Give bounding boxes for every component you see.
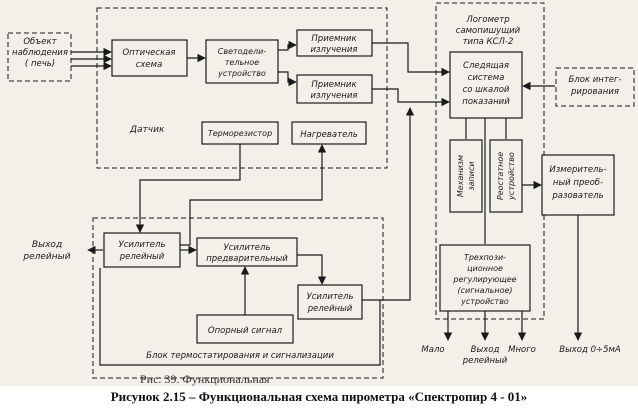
rheostat-box (489, 139, 523, 213)
pre-amp-label-1: Усилитель (224, 243, 271, 253)
optical-label-1: Оптическая (122, 48, 175, 58)
object-label-2: наблюдения (12, 48, 68, 58)
optical-box (111, 39, 188, 77)
optical-label-2: схема (136, 60, 163, 70)
relay-amp-box (103, 232, 181, 268)
heater-label: Нагреватель (300, 130, 358, 140)
integration-label-1: Блок интег- (568, 75, 621, 85)
receiver1-to-tracking-arrow (372, 42, 450, 77)
relay-amp-label-1: Усилитель (119, 240, 166, 250)
thermo-block-label: Блок термостатирования и сигнализации (146, 351, 334, 361)
logometer-label-1: Логометр (465, 15, 509, 25)
diagram-scan: Объект наблюдения ( печь) Оптическая схе… (0, 0, 638, 386)
pre-amp-to-relay-amp2-arrow (297, 254, 327, 285)
signal-feedback-line (99, 268, 381, 366)
relay-amp2-to-tracking-arrow (362, 107, 415, 301)
heater-box (291, 121, 367, 145)
out-relay-label-1: Выход (471, 345, 500, 355)
object-label-1: Объект (23, 37, 57, 47)
out-relay-label-2: релейный (462, 356, 508, 366)
relay-amp2-box (297, 284, 363, 320)
integration-label-2: рирования (570, 87, 619, 97)
converter-label-3: разователь (551, 191, 603, 201)
receiver2-label-2: излучения (311, 91, 358, 101)
logometer-label-3: типа КСЛ-2 (463, 37, 514, 47)
integration-group (555, 67, 635, 107)
splitter-label-2: тельное (225, 58, 260, 67)
converter-label-2: ный преоб- (553, 178, 603, 188)
three-pos-label-3: регулирующее (452, 275, 516, 284)
out-high-label: Много (508, 345, 536, 355)
rheostat-label-1: Реостатное (496, 152, 505, 200)
recorder-label-2: записи (467, 161, 476, 190)
pre-amp-label-2: предварительный (206, 254, 288, 264)
relay-amp-to-heater-arrow (180, 144, 327, 246)
receiver2-label-1: Приемник (311, 80, 357, 90)
three-pos-label-2: ционное (467, 264, 503, 273)
splitter-box (205, 39, 279, 84)
receiver1-label-2: излучения (311, 45, 358, 55)
thermistor-label: Терморезистор (208, 129, 272, 138)
logometer-label-2: самопишущий (456, 26, 521, 36)
sensor-label: Датчик (129, 125, 165, 135)
block-diagram: Объект наблюдения ( печь) Оптическая схе… (7, 2, 635, 379)
three-pos-label-1: Трехпози- (464, 253, 506, 262)
tracking-label-1: Следящая (463, 61, 509, 71)
relay-amp-label-2: релейный (119, 252, 165, 262)
receiver1-label-1: Приемник (311, 34, 357, 44)
splitter-to-receiver2-arrow (278, 71, 297, 87)
splitter-label-1: Светодели- (218, 47, 267, 56)
three-pos-label-5: устройство (460, 297, 509, 306)
receiver2-to-tracking-arrow (372, 88, 450, 107)
rheostat-label-2: устройство (507, 152, 516, 201)
out-current-label: Выход 0÷5мА (559, 345, 621, 355)
tracking-label-2: система (468, 73, 505, 83)
ref-signal-label: Опорный сигнал (208, 326, 283, 336)
receiver1-box (296, 29, 373, 57)
out-low-label: Мало (421, 345, 444, 355)
relay-amp2-label-1: Усилитель (307, 292, 354, 302)
three-pos-box (439, 244, 531, 312)
tracking-box (449, 51, 523, 119)
relay-out-label-2: релейный (22, 252, 70, 262)
relay-amp2-label-2: релейный (307, 304, 353, 314)
converter-label-1: Измеритель- (549, 165, 606, 175)
sensor-group (96, 7, 388, 169)
tracking-label-3: со шкалой (463, 85, 510, 95)
object-to-optical-arrows (71, 47, 112, 71)
relay-out-label-1: Выход (32, 240, 62, 250)
figure-caption: Рисунок 2.15 – Функциональная схема пиро… (110, 389, 528, 404)
figure-fragment-text: Рис. 39. Функциональная (140, 372, 270, 386)
ref-signal-box (196, 314, 294, 344)
splitter-to-receiver1-arrow (278, 40, 297, 51)
thermistor-to-relay-amp-arrow (135, 144, 241, 233)
thermo-group (92, 217, 384, 379)
recorder-box (449, 139, 483, 213)
three-pos-label-4: (сигнальное) (457, 286, 512, 295)
tracking-label-4: показаний (462, 97, 510, 107)
pre-amp-box (196, 237, 298, 267)
recorder-label-1: Механизм (456, 155, 465, 197)
object-label-3: ( печь) (25, 59, 55, 69)
converter-box (541, 154, 615, 216)
splitter-label-3: устройство (217, 69, 266, 78)
